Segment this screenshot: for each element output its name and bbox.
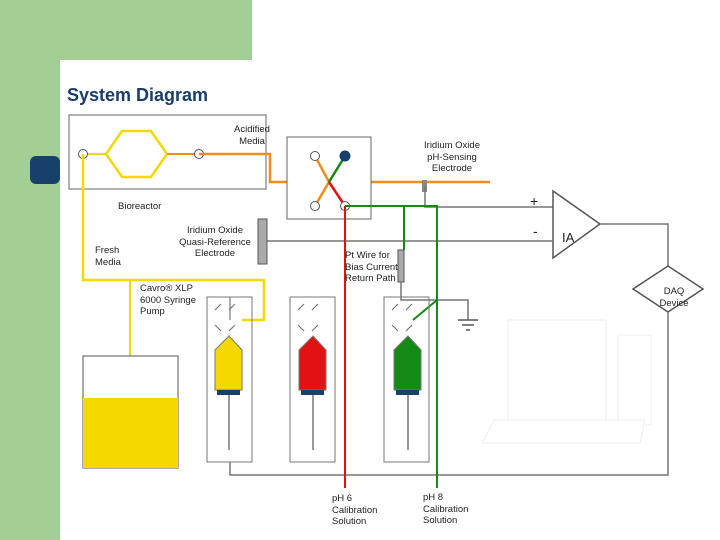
valve-port-bl — [310, 201, 320, 211]
amp-output-wire — [600, 223, 669, 266]
daq-to-pump-wire — [229, 312, 669, 476]
syringe-unit-green — [383, 296, 430, 463]
pt-wire-electrode — [397, 249, 405, 283]
daq-device-label: DAQ Device — [659, 286, 689, 309]
reference-electrode — [257, 218, 268, 265]
syringe-plunger-yellow — [217, 390, 240, 395]
slide-title: System Diagram — [67, 85, 209, 105]
syringe-plunger-red — [301, 390, 324, 395]
computer-keyboard — [481, 419, 646, 444]
syringe-plunger-green — [396, 390, 419, 395]
syringe-valve-yellow — [214, 303, 236, 332]
pt-wire-line — [400, 282, 469, 320]
acidified-media-label: Acidified Media — [234, 124, 270, 147]
valve-port-tl — [310, 151, 320, 161]
bioreactor-label: Bioreactor — [118, 201, 162, 212]
syringe-body-green — [393, 335, 422, 391]
syringe-valve-green — [391, 303, 413, 332]
syringe-body-yellow — [214, 335, 243, 391]
iridium-reference-label: Iridium Oxide Quasi-Reference Electrode — [179, 225, 251, 259]
syringe-frame-red — [289, 296, 336, 463]
syringe-body-red — [298, 335, 327, 391]
ph8-label: pH 8 Calibration Solution — [423, 492, 469, 526]
bioreactor-box — [68, 114, 267, 190]
syringe-unit-red — [289, 296, 336, 463]
computer-tower — [617, 334, 652, 426]
iridium-sensing-label: Iridium Oxide pH-Sensing Electrode — [424, 140, 480, 174]
amp-minus-label: - — [533, 223, 538, 239]
fresh-media-fill — [83, 398, 178, 468]
syringe-frame-green — [383, 296, 430, 463]
navy-tab — [30, 156, 60, 184]
green-band-left — [0, 0, 60, 540]
cavro-pump-label: Cavro® XLP 6000 Syringe Pump — [140, 283, 196, 317]
fresh-media-line — [81, 154, 266, 322]
amp-ia-label: IA — [562, 230, 575, 245]
ph8-to-valve-line — [404, 205, 438, 321]
valve-port-tr — [339, 150, 351, 162]
green-band-top — [60, 0, 252, 60]
syringe-valve-red — [297, 303, 319, 332]
instrumentation-amplifier — [552, 189, 602, 260]
pt-wire-label: Pt Wire for Bias Current Return Path — [345, 250, 398, 284]
fresh-media-label: Fresh Media — [95, 245, 121, 268]
ph6-label: pH 6 Calibration Solution — [332, 493, 378, 527]
computer-monitor — [507, 319, 607, 421]
amp-plus-label: + — [530, 193, 539, 209]
